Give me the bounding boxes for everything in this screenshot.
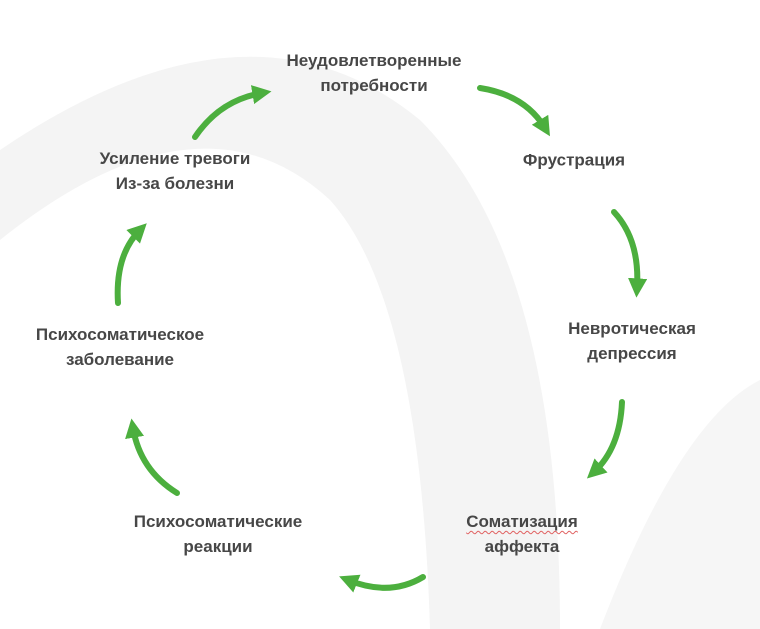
- node-line: потребности: [320, 76, 428, 95]
- node-line: Невротическая: [568, 319, 696, 338]
- node-unmet-needs: Неудовлетворенные потребности: [286, 48, 461, 98]
- node-frustration: Фрустрация: [523, 148, 625, 173]
- arrow-5: [339, 574, 426, 593]
- node-psychosomatic-reactions: Психосоматические реакции: [134, 509, 302, 559]
- node-line: Соматизация: [466, 512, 578, 531]
- node-line: депрессия: [587, 344, 677, 363]
- node-somatization: Соматизация аффекта: [466, 509, 578, 559]
- node-line: Психосоматическое: [35, 325, 205, 344]
- node-line: аффекта: [484, 537, 560, 556]
- arrow-4: [586, 399, 625, 479]
- node-line: Психосоматические: [133, 512, 303, 531]
- node-line: Неудовлетворенные: [286, 51, 462, 70]
- arrow-6: [125, 418, 180, 496]
- node-increased-anxiety: Усиление тревоги Из-за болезни: [100, 146, 251, 196]
- node-psychosomatic-disease: Психосоматическое заболевание: [36, 322, 204, 372]
- swoosh-shape: [0, 56, 560, 629]
- arrow-1: [192, 85, 272, 140]
- swoosh-shape-right: [600, 380, 760, 629]
- node-line: Усиление тревоги: [99, 149, 251, 168]
- node-line: заболевание: [65, 350, 175, 369]
- node-neurotic-depression: Невротическая депрессия: [568, 316, 696, 366]
- arrow-3: [611, 209, 648, 298]
- node-line: реакции: [183, 537, 253, 556]
- node-line: Из-за болезни: [115, 174, 235, 193]
- node-line: Фрустрация: [522, 150, 626, 170]
- arrow-7: [114, 223, 147, 306]
- arrow-2: [477, 85, 550, 137]
